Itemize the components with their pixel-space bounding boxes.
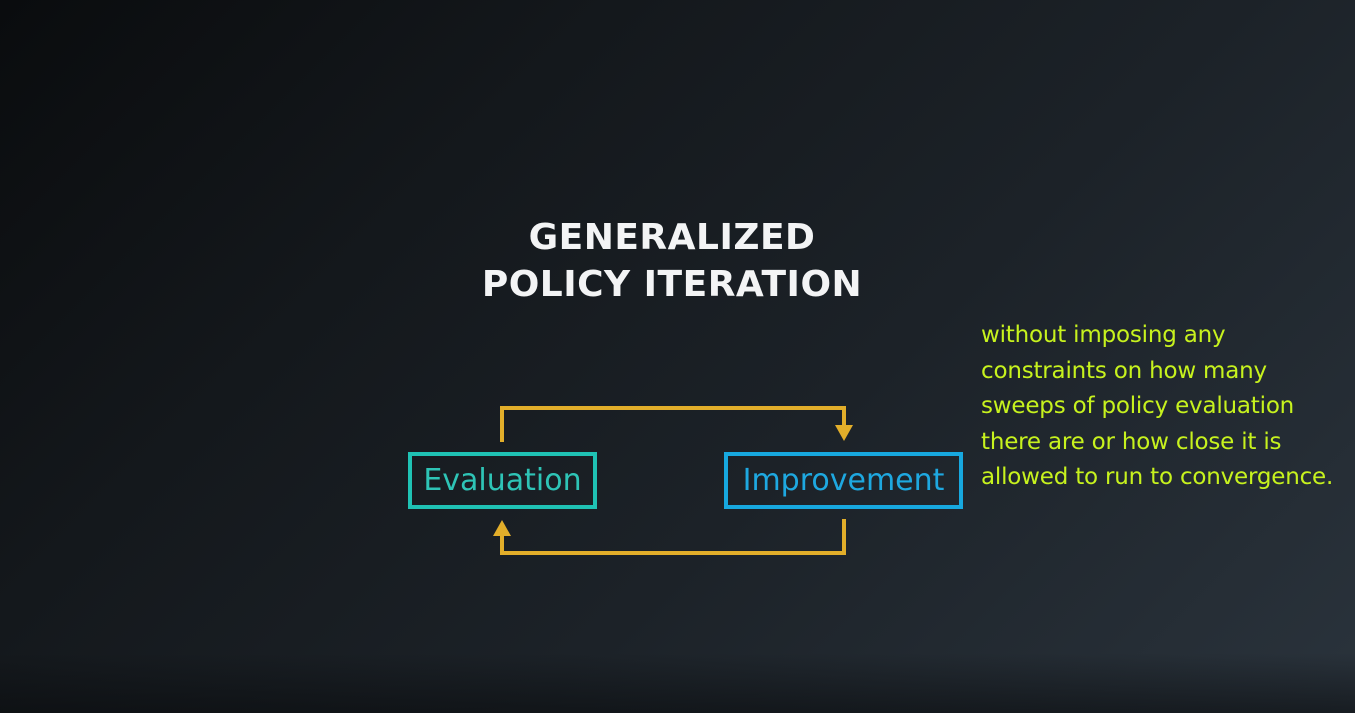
improvement-label: Improvement (742, 463, 945, 498)
caption-line-1: without imposing any (981, 322, 1226, 348)
evaluation-node: Evaluation (408, 452, 597, 509)
caption-line-5: allowed to run to convergence. (981, 464, 1334, 490)
evaluation-label: Evaluation (423, 463, 582, 498)
arrow-improvement-to-evaluation (500, 519, 846, 555)
caption-line-4: there are or how close it is (981, 428, 1282, 455)
title-line-2: POLICY ITERATION (481, 264, 863, 305)
arrow-evaluation-to-improvement (500, 406, 846, 442)
bottom-vignette (0, 653, 1355, 713)
caption-line-2: constraints on how many (981, 357, 1267, 384)
diagram-title: GENERALIZED POLICY ITERATION (472, 214, 872, 308)
title-line-1: GENERALIZED (528, 217, 816, 258)
caption-line-3: sweeps of policy evaluation (981, 393, 1295, 419)
arrowhead-down-icon (835, 425, 853, 441)
arrowhead-up-icon (493, 520, 511, 536)
improvement-node: Improvement (724, 452, 963, 509)
subtitle-caption: without imposing any constraints on how … (981, 318, 1351, 496)
